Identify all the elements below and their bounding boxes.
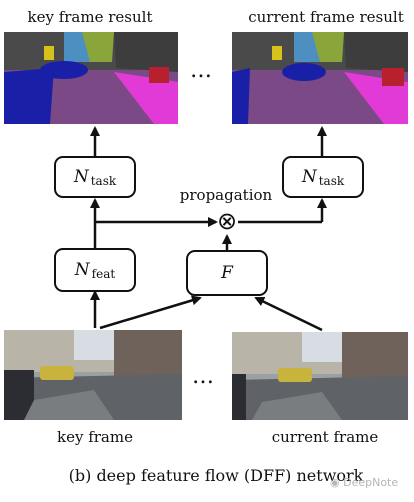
key-frame-label: key frame [57,428,133,446]
watermark-text: DeepNote [343,476,399,489]
flow-symbol: F [221,263,233,283]
n-task-subscript: task [90,174,117,188]
propagation-label: propagation [179,186,273,204]
ellipsis-bottom: … [192,364,215,389]
segmentation-illustration [232,32,408,124]
key-frame-image [4,330,182,420]
key-frame-result-label: key frame result [27,8,153,26]
n-task-symbol: N [73,167,89,187]
current-frame-segmentation-image [232,32,408,124]
current-frame-image [232,332,408,420]
n-feat-subscript: feat [91,267,116,281]
street-photo-illustration [4,330,182,420]
street-photo-illustration [232,332,408,420]
multiply-operator-icon: ⊗ [216,207,238,235]
segmentation-illustration [4,32,178,124]
watermark: ◉ DeepNote [330,476,398,489]
n-task-symbol: N [301,167,317,187]
figure-caption: (b) deep feature flow (DFF) network [68,466,364,485]
n-feat-symbol: N [74,260,90,280]
flow-network-box: F [186,250,268,296]
current-frame-label: current frame [271,428,379,446]
current-frame-result-label: current frame result [248,8,404,26]
ellipsis-top: … [190,58,213,83]
watermark-icon: ◉ [330,476,344,489]
key-frame-segmentation-image [4,32,178,124]
n-task-subscript: task [318,174,345,188]
